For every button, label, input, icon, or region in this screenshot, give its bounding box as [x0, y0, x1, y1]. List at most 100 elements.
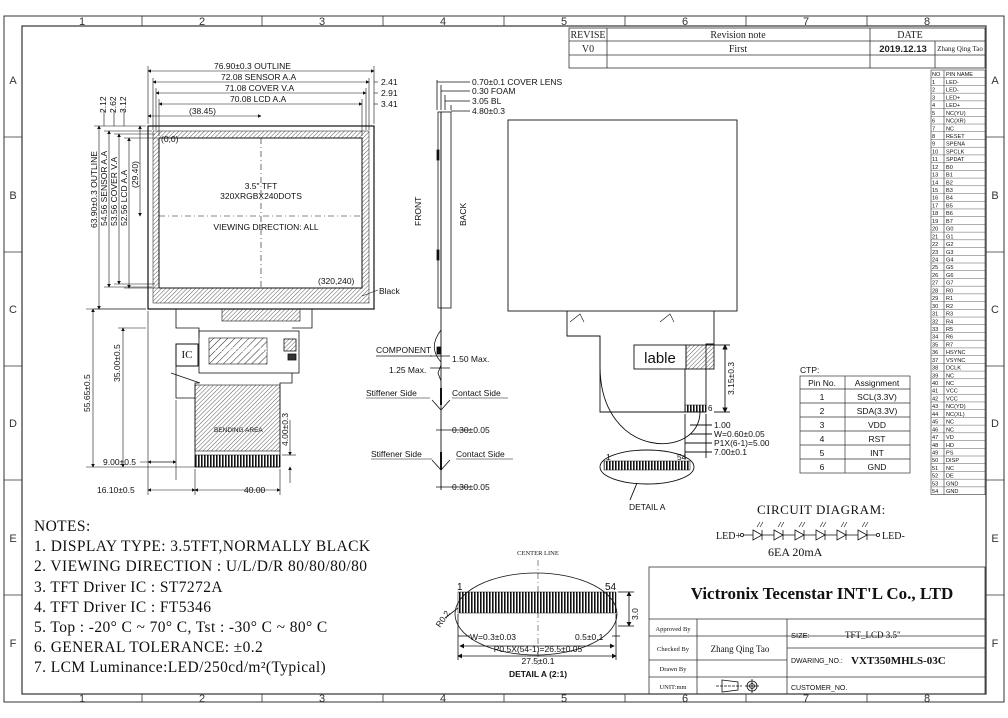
pin-name: LED- [946, 80, 959, 86]
pin-name: G2 [946, 242, 953, 248]
pin-name: G1 [946, 234, 953, 240]
revision-table [568, 27, 986, 69]
viewing-direction: VIEWING DIRECTION: ALL [213, 222, 319, 232]
pin-number: 51 [932, 466, 938, 472]
pin-name: G3 [946, 250, 953, 256]
pin-number: 27 [932, 281, 938, 287]
front-view-module [147, 125, 375, 310]
bending-area-label: BENDING AREA [214, 427, 263, 434]
pin-number: 9 [932, 142, 935, 148]
pin-number: 6 [932, 119, 935, 125]
pin-name: B7 [946, 219, 953, 225]
col-label: 6 [682, 16, 688, 28]
drawn-label: Drawn By [660, 666, 688, 673]
row-label: E [991, 533, 998, 545]
pin-name: PS [946, 451, 954, 457]
stiffener-side-2: Stiffener Side [371, 449, 422, 459]
pin-number: 21 [932, 234, 938, 240]
col-label: 8 [924, 16, 930, 28]
dim-off-1: 2.41 [381, 77, 398, 87]
pin-name: B1 [946, 173, 953, 179]
dim-cover-width: 71.08 COVER V.A [225, 83, 294, 93]
pin-name: NC [946, 427, 954, 433]
dim-lcd-height: 52.56 LCD A.A [119, 169, 129, 226]
note-item: 6. GENERAL TOLERANCE: ±0.2 [34, 639, 264, 657]
pin-number: 46 [932, 427, 938, 433]
col-label: 3 [319, 16, 325, 28]
thickness-1: 0.30±0.05 [452, 425, 490, 435]
corner-label: (320,240) [318, 276, 355, 286]
pin-name: B6 [946, 211, 953, 217]
ctp-assign: VDD [868, 420, 886, 430]
dim-3-15: 3.15±0.3 [726, 362, 736, 395]
checked-name: Zhang Qing Tao [711, 644, 770, 654]
col-label: 1 [79, 693, 85, 705]
circuit-title: CIRCUIT DIAGRAM: [757, 502, 886, 517]
led-diode-icon [794, 529, 805, 541]
pin-name: G7 [946, 281, 953, 287]
detail-pin-1: 1 [457, 582, 463, 593]
col-label: 7 [803, 693, 809, 705]
pin-number: 52 [932, 474, 938, 480]
pin-name: SPENA [946, 142, 965, 148]
pin-number: 29 [932, 296, 938, 302]
pin-name: B5 [946, 203, 953, 209]
light-emission-icon [861, 521, 869, 528]
pin-table-header-name: PIN NAME [946, 72, 973, 78]
cover-lens-label: 0.70±0.1 COVER LENS [472, 77, 563, 87]
pin-name: NC [946, 373, 954, 379]
side-view [376, 80, 470, 490]
led-diode-icon [815, 529, 826, 541]
rev-version: V0 [582, 44, 594, 55]
pin-name: G5 [946, 265, 953, 271]
pin-name: LED- [946, 88, 959, 94]
company-name: Victronix Tecenstar INT'L Co., LTD [691, 584, 954, 603]
pin-number: 23 [932, 250, 938, 256]
ic-label: IC [182, 349, 193, 361]
col-label: 6 [682, 693, 688, 705]
pin-number: 49 [932, 451, 938, 457]
pin-name: NC(YU) [946, 111, 966, 117]
bl-label: 3.05 BL [472, 96, 502, 106]
light-emission-icon [840, 521, 848, 528]
pin-name: LED+ [946, 95, 960, 101]
pin-name: DE [946, 474, 954, 480]
pin-number: 54 [932, 489, 938, 495]
label-sticker: lable [644, 350, 676, 367]
ctp-assign: GND [868, 462, 887, 472]
pin-name: DCLK [946, 366, 961, 372]
note-item: 1. DISPLAY TYPE: 3.5TFT,NORMALLY BLACK [34, 538, 371, 556]
pin-name: R2 [946, 304, 953, 310]
front-top-dims [147, 66, 378, 136]
pin-number: 13 [932, 173, 938, 179]
pin-name: B0 [946, 165, 953, 171]
center-line-label: CENTER LINE [517, 550, 559, 557]
foam-label: 0.30 FOAM [472, 86, 515, 96]
row-label: A [9, 75, 17, 87]
note-item: 4. TFT Driver IC : FT5346 [34, 598, 212, 616]
back-label: BACK [458, 203, 468, 226]
ctp-assign: RST [869, 434, 886, 444]
ctp-table [799, 375, 911, 474]
detail-width: W=0.3±0.03 [470, 632, 516, 642]
circuit-spec: 6EA 20mA [768, 545, 823, 559]
light-emission-icon [756, 521, 764, 528]
pin-name: NC(YD) [946, 404, 966, 410]
light-emission-icon [777, 521, 785, 528]
pin-name: DISP [946, 458, 959, 464]
pin-name: SPCLK [946, 149, 965, 155]
col-label: 8 [924, 693, 930, 705]
unit-label: UNIT:mm [659, 684, 686, 691]
pin-name: HD [946, 443, 954, 449]
led-plus-label: LED+ [716, 531, 741, 542]
note-item: 2. VIEWING DIRECTION : U/L/D/R 80/80/80/… [34, 558, 368, 576]
contact-side-2: Contact Side [456, 449, 505, 459]
pin-name: VCC [946, 389, 958, 395]
pin-number: 22 [932, 242, 938, 248]
pin-number: 28 [932, 288, 938, 294]
dim-left-1: 2.12 [98, 96, 108, 113]
ctp-pin: 2 [820, 406, 825, 416]
dim-outline-width: 76.90±0.3 OUTLINE [214, 61, 291, 71]
ctp-assign: SDA(3.3V) [857, 406, 898, 416]
